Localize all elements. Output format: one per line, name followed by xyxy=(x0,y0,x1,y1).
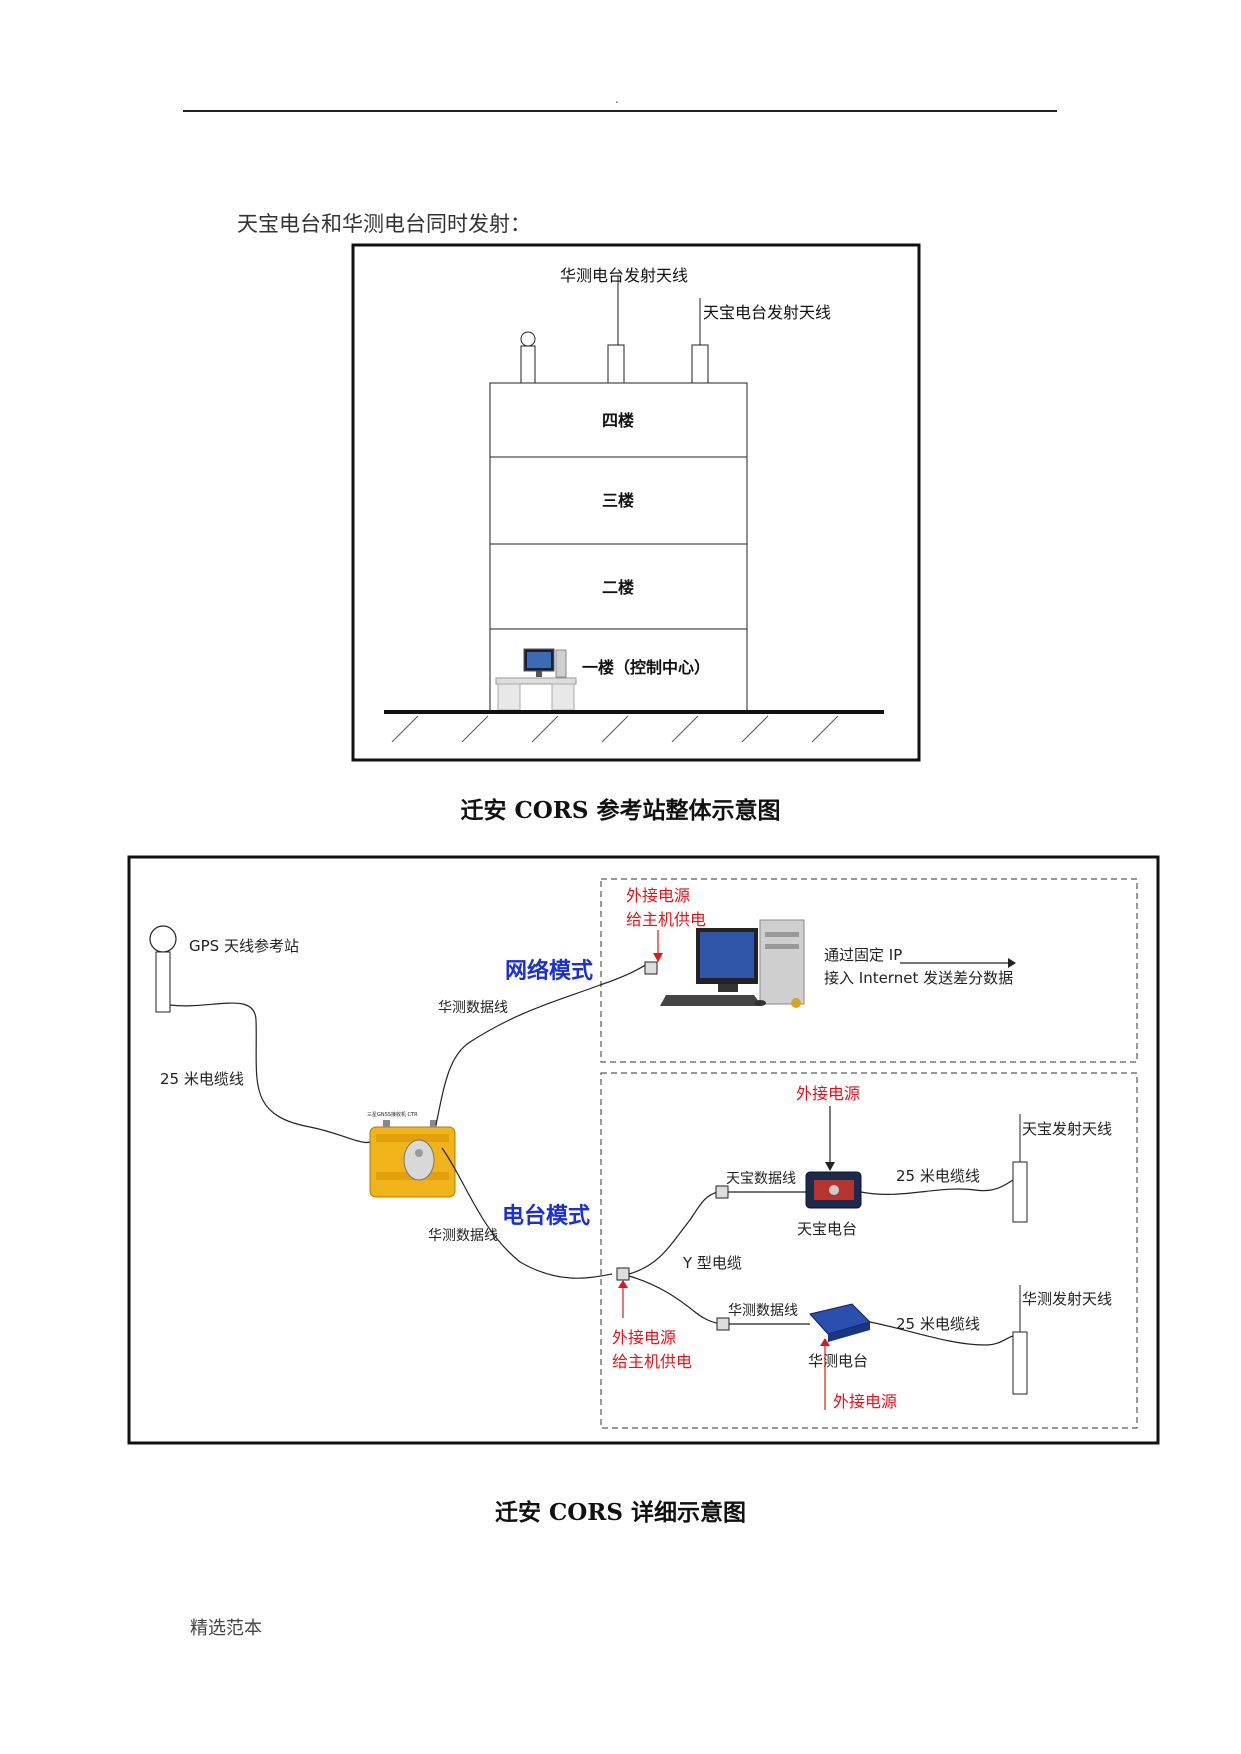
floor3-label: 三楼 xyxy=(602,491,634,510)
footer-text: 精选范本 xyxy=(190,1618,262,1639)
ip-line2: 接入 Internet 发送差分数据 xyxy=(824,969,1013,987)
floor1-label: 一楼（控制中心） xyxy=(582,658,710,677)
antenna-huace-label: 华测电台发射天线 xyxy=(560,266,688,285)
ext-power-trimble-label: 外接电源 xyxy=(796,1084,860,1103)
ext-power-top-line2: 给主机供电 xyxy=(626,910,706,929)
huace-antenna-icon xyxy=(1012,1331,1028,1395)
header-rule xyxy=(183,110,1057,112)
radio-mode-label: 电台模式 xyxy=(502,1203,590,1229)
network-mode-label: 网络模式 xyxy=(505,958,593,984)
gnss-receiver-icon: 三星GNSS接收机 CTR xyxy=(367,1111,456,1198)
floor4-label: 四楼 xyxy=(602,411,634,430)
trimble-data-label: 天宝数据线 xyxy=(726,1171,796,1187)
radio-mode-box xyxy=(600,1072,1138,1429)
huace-data-top-label: 华测数据线 xyxy=(438,1000,508,1016)
huace-data-radio-label: 华测数据线 xyxy=(728,1303,798,1319)
header-mark: . xyxy=(615,92,619,106)
svg-text:三星GNSS接收机 CTR: 三星GNSS接收机 CTR xyxy=(367,1111,418,1118)
ext-power-huace-label: 外接电源 xyxy=(833,1392,897,1411)
cable-25m-label: 25 米电缆线 xyxy=(160,1070,244,1088)
trimble-radio-icon xyxy=(805,1171,862,1209)
figure1-frame xyxy=(351,243,921,762)
ext-power-top-line1: 外接电源 xyxy=(626,886,690,905)
ext-power-bottom-line2: 给主机供电 xyxy=(612,1352,692,1371)
antenna-trimble-label: 天宝电台发射天线 xyxy=(703,303,831,322)
intro-text: 天宝电台和华测电台同时发射： xyxy=(237,212,531,236)
figure2-caption: 迁安 CORS 详细示意图 xyxy=(494,1499,747,1526)
trimble-antenna-label: 天宝发射天线 xyxy=(1022,1120,1112,1138)
computer-icon xyxy=(660,919,805,1008)
cable-25m-huace-label: 25 米电缆线 xyxy=(896,1315,980,1333)
trimble-radio-label: 天宝电台 xyxy=(797,1220,857,1238)
gps-station-label: GPS 天线参考站 xyxy=(189,937,299,955)
floor2-label: 二楼 xyxy=(602,578,634,597)
ip-line1: 通过固定 IP xyxy=(824,946,902,964)
huace-radio-label: 华测电台 xyxy=(808,1352,868,1370)
huace-data-bottom-label: 华测数据线 xyxy=(428,1228,498,1244)
huace-antenna-label: 华测发射天线 xyxy=(1022,1290,1112,1308)
huace-radio-icon xyxy=(809,1303,871,1342)
y-cable-label: Y 型电缆 xyxy=(682,1254,742,1272)
cable-25m-trimble-label: 25 米电缆线 xyxy=(896,1167,980,1185)
desk-computer-icon xyxy=(495,648,577,711)
trimble-antenna-icon xyxy=(1012,1161,1028,1223)
gps-antenna-icon xyxy=(149,925,177,953)
figure1-caption: 迁安 CORS 参考站整体示意图 xyxy=(460,797,781,824)
ext-power-bottom-line1: 外接电源 xyxy=(612,1328,676,1347)
figure2-frame xyxy=(127,855,1160,1445)
